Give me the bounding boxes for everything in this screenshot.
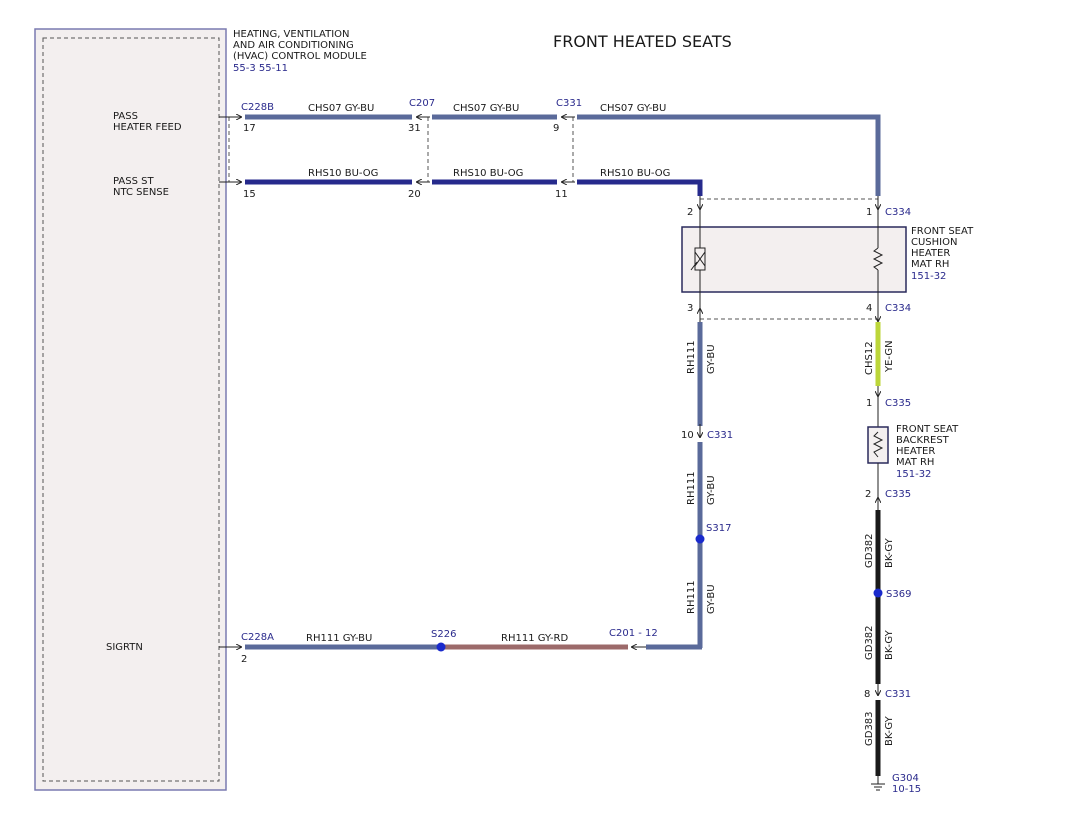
wire-label-chs12: CHS12 (864, 341, 875, 375)
pin-2-c228a: 2 (241, 654, 247, 665)
connector-c331-mid: C331 (707, 430, 733, 441)
splice-s369-label: S369 (886, 589, 911, 600)
backrest-ref: 151-32 (896, 469, 931, 480)
pin-10: 10 (681, 430, 694, 441)
ground-symbol (871, 776, 885, 791)
pin-31: 31 (408, 123, 421, 134)
module-ref: 55-3 55-11 (233, 63, 288, 74)
ground-id: G304 (892, 773, 919, 784)
wire-label-gybu-v1: GY-BU (706, 344, 717, 374)
cushion-label-2: CUSHION (911, 237, 957, 248)
backrest-label-3: HEATER (896, 446, 935, 457)
wire-chs07 (245, 114, 881, 196)
wire-rhs10 (245, 179, 703, 196)
splice-s226-label: S226 (431, 629, 456, 640)
backrest-label-4: MAT RH (896, 457, 934, 468)
connector-c228a: C228A (241, 632, 274, 643)
connector-dash-lines (228, 117, 878, 320)
signal-ntc-sense-line-1: PASS ST (113, 176, 154, 187)
splice-s317-label: S317 (706, 523, 731, 534)
pin-20: 20 (408, 189, 421, 200)
wire-label-rhs10-c: RHS10 BU-OG (600, 168, 670, 179)
pin-9: 9 (553, 123, 559, 134)
pin-2-c334: 2 (687, 207, 693, 218)
wire-label-bkgy-a: BK-GY (884, 537, 895, 568)
wire-label-rh111-v1: RH111 (686, 340, 697, 374)
wire-label-bkgy-b: BK-GY (884, 629, 895, 660)
splice-s369 (873, 588, 883, 598)
connector-c334-bottom: C334 (885, 303, 911, 314)
backrest-label-1: FRONT SEAT (896, 424, 959, 435)
wire-label-yegn: YE-GN (884, 340, 895, 373)
cushion-label-4: MAT RH (911, 259, 949, 270)
connector-c335-top: C335 (885, 398, 911, 409)
module-name-line-1: HEATING, VENTILATION (233, 29, 350, 40)
module-name-line-3: (HVAC) CONTROL MODULE (233, 51, 367, 62)
connector-c201: C201 - 12 (609, 628, 658, 639)
connector-c228b: C228B (241, 102, 274, 113)
pin-3-c334: 3 (687, 303, 693, 314)
connector-c331-row1: C331 (556, 98, 582, 109)
backrest-heater-mat (867, 397, 889, 497)
pin-1-c335: 1 (866, 398, 872, 409)
signal-ntc-sense-line-2: NTC SENSE (113, 187, 169, 198)
cushion-label-3: HEATER (911, 248, 950, 259)
wire-label-gd383: GD383 (864, 711, 875, 746)
hvac-module (34, 28, 227, 791)
wire-label-gybu-v2: GY-BU (706, 475, 717, 505)
connector-c335-bottom: C335 (885, 489, 911, 500)
diagram-title: FRONT HEATED SEATS (553, 32, 732, 51)
wire-label-bkgy-c: BK-GY (884, 715, 895, 746)
pin-2-c335: 2 (865, 489, 871, 500)
cushion-label-1: FRONT SEAT (911, 226, 974, 237)
signal-heater-feed-line-1: PASS (113, 111, 138, 122)
wire-label-rh111-v2: RH111 (686, 471, 697, 505)
wire-label-rh111-gyrd: RH111 GY-RD (501, 633, 568, 644)
module-name-line-2: AND AIR CONDITIONING (233, 40, 354, 51)
connector-c207: C207 (409, 98, 435, 109)
wire-label-chs07-a: CHS07 GY-BU (308, 103, 374, 114)
cushion-ref: 151-32 (911, 271, 946, 282)
signal-sigrtn: SIGRTN (106, 642, 143, 653)
wire-label-gd382-a: GD382 (864, 533, 875, 568)
backrest-label-2: BACKREST (896, 435, 950, 446)
ground-ref: 10-15 (892, 784, 921, 795)
pin-8: 8 (864, 689, 870, 700)
signal-heater-feed-line-2: HEATER FEED (113, 122, 182, 133)
wire-label-chs07-b: CHS07 GY-BU (453, 103, 519, 114)
pin-1-c334: 1 (866, 207, 872, 218)
wire-label-gybu-v3: GY-BU (706, 584, 717, 614)
splice-s317 (695, 534, 705, 544)
wire-label-gd382-b: GD382 (864, 625, 875, 660)
wire-label-rh111-gybu: RH111 GY-BU (306, 633, 372, 644)
wire-label-rh111-v3: RH111 (686, 580, 697, 614)
splice-s226 (436, 642, 446, 652)
wire-label-rhs10-b: RHS10 BU-OG (453, 168, 523, 179)
connector-c331-ground: C331 (885, 689, 911, 700)
connector-c334-top: C334 (885, 207, 911, 218)
c334-bottom-arrows (700, 308, 878, 322)
wire-label-rhs10-a: RHS10 BU-OG (308, 168, 378, 179)
wire-label-chs07-c: CHS07 GY-BU (600, 103, 666, 114)
cushion-heater-mat (681, 210, 907, 308)
c334-top-arrows (700, 196, 878, 210)
pin-11: 11 (555, 189, 568, 200)
pin-17: 17 (243, 123, 256, 134)
pin-15: 15 (243, 189, 256, 200)
pin-4-c334: 4 (866, 303, 872, 314)
